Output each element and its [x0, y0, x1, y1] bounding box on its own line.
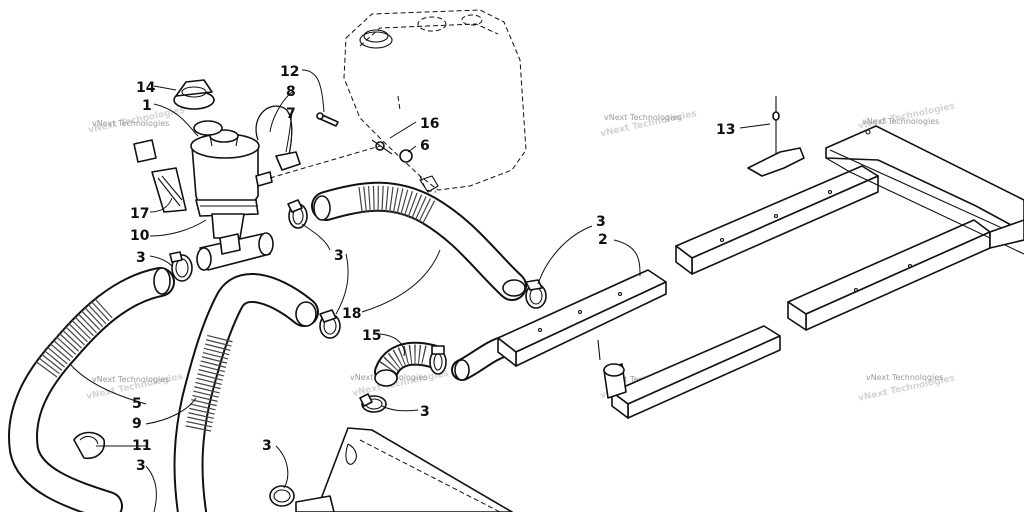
- svg-text:vNext Technologies: vNext Technologies: [92, 119, 169, 128]
- callout-12: 12: [280, 64, 299, 80]
- callout-15: 15: [362, 328, 381, 344]
- svg-text:vNext Technologies: vNext Technologies: [866, 373, 943, 382]
- callout-1: 1: [142, 98, 152, 114]
- leader-lines: [69, 69, 771, 512]
- vent-hose: [255, 105, 301, 171]
- hose-5: [8, 267, 175, 512]
- chassis-frame: [675, 125, 1024, 331]
- callout-9: 9: [132, 416, 142, 432]
- callout-16: 16: [420, 116, 439, 132]
- callout-6: 6: [420, 138, 430, 154]
- hose-clamp: [429, 345, 447, 375]
- hose-15: [374, 341, 444, 387]
- heat-exchanger-rear: [597, 325, 781, 419]
- callout-11: 11: [132, 438, 151, 454]
- hose-clamp: [359, 393, 387, 413]
- callout-7: 7: [286, 106, 296, 122]
- coolant-bottle: [190, 129, 273, 239]
- svg-text:vNext Technologies: vNext Technologies: [92, 375, 169, 384]
- svg-text:vNext Technologies: vNext Technologies: [862, 117, 939, 126]
- hose-9: [173, 273, 319, 512]
- hose-clamp: [269, 485, 295, 507]
- hose-clamp: [319, 309, 341, 339]
- decal: [133, 139, 187, 213]
- tank-fitting: [371, 139, 413, 163]
- callout-14: 14: [136, 80, 156, 96]
- callout-8: 8: [286, 84, 296, 100]
- callout-5: 5: [132, 396, 142, 412]
- t-fitting: [196, 232, 274, 271]
- callout-3: 3: [136, 458, 146, 474]
- callouts: 14 1 8 7 12 16 6 13 17 10 3 3 3 2 18 15 …: [130, 64, 735, 474]
- watermark-1: vNext Technologies vNext Technologies: [87, 105, 185, 135]
- watermark-7: vNext Technologies vNext Technologies: [857, 373, 955, 404]
- hose-clamp: [169, 251, 193, 282]
- callout-17: 17: [130, 206, 149, 222]
- overflow-tank: [343, 9, 527, 193]
- alignment-line: [269, 145, 381, 179]
- hose-clamp-11: [73, 431, 106, 460]
- callout-3: 3: [334, 248, 344, 264]
- callout-3: 3: [596, 214, 606, 230]
- callout-3: 3: [420, 404, 430, 420]
- callout-13: 13: [716, 122, 735, 138]
- watermark-2: vNext Technologies vNext Technologies: [599, 109, 697, 139]
- callout-2: 2: [598, 232, 608, 248]
- hose-clamp: [287, 199, 308, 229]
- callout-18: 18: [342, 306, 361, 322]
- radiator-cap: [173, 79, 223, 136]
- bolt: [316, 112, 339, 127]
- lower-panel: [295, 427, 513, 512]
- hose-18: [311, 181, 527, 301]
- hose-clamp: [525, 279, 547, 309]
- callout-3: 3: [262, 438, 272, 454]
- callout-10: 10: [130, 228, 150, 244]
- svg-text:vNext Technologies: vNext Technologies: [604, 113, 681, 122]
- callout-3: 3: [136, 250, 146, 266]
- sensor: [747, 96, 805, 177]
- heat-exchanger: [497, 269, 667, 367]
